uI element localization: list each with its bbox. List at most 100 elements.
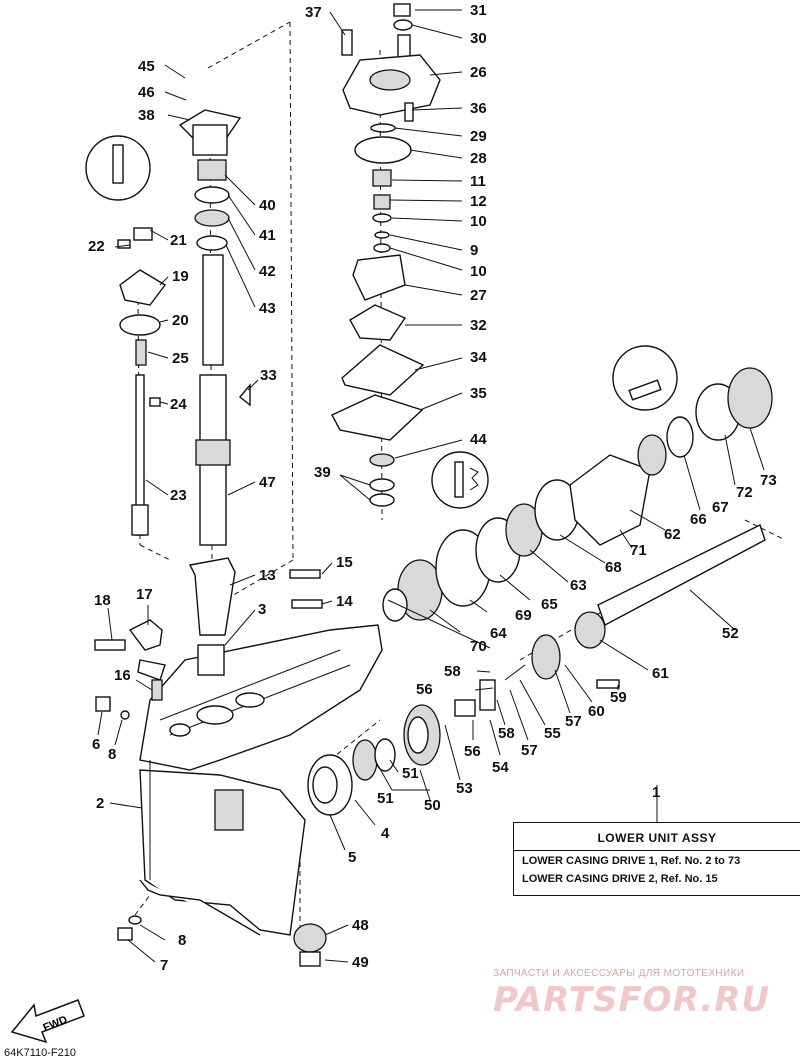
callout-66: 66 [690,511,707,528]
callout-3: 3 [258,601,266,618]
callout-40: 40 [259,197,276,214]
callout-64: 64 [490,625,507,642]
callout-28: 28 [470,150,487,167]
callout-63: 63 [570,577,587,594]
callout-51b: 51 [402,765,419,782]
callout-10a: 10 [470,213,487,230]
diagram-code: 64K7110-F210 [4,1047,76,1059]
callout-11: 11 [470,173,486,190]
assy-box-divider [514,850,800,851]
callout-65: 65 [541,596,558,613]
callout-14: 14 [336,593,353,610]
callout-58a: 58 [444,663,461,680]
callout-42: 42 [259,263,276,280]
callout-17: 17 [136,586,153,603]
callout-33: 33 [260,367,277,384]
callout-52: 52 [722,625,739,642]
assy-box-title: LOWER UNIT ASSY [597,831,717,845]
callout-49: 49 [352,954,369,971]
callout-36: 36 [470,100,487,117]
callout-15: 15 [336,554,353,571]
callout-26: 26 [470,64,487,81]
callout-62: 62 [664,526,681,543]
callout-57b: 57 [565,713,582,730]
callout-2: 2 [96,795,104,812]
callout-10b: 10 [470,263,487,280]
callout-71: 71 [630,542,647,559]
woodruff-key-icon [628,379,662,401]
callout-21: 21 [170,232,187,249]
callout-18: 18 [94,592,111,609]
drive-shaft-group [178,109,323,676]
callout-32: 32 [470,317,487,334]
callout-46: 46 [138,84,155,101]
watermark-subtitle: ЗАПЧАСТИ И АКСЕССУАРЫ ДЛЯ МОТОТЕХНИКИ [493,968,745,979]
lower-casing [139,624,383,936]
gear-group [117,367,773,967]
callout-51a: 51 [377,790,394,807]
callout-13: 13 [259,567,276,584]
callout-1: 1 [652,784,660,801]
lower-unit-assy-box: LOWER UNIT ASSY LOWER CASING DRIVE 1, Re… [513,822,800,896]
callout-58b: 58 [498,725,515,742]
circlip-icon [454,461,479,498]
callout-22: 22 [88,238,105,255]
callout-59: 59 [610,689,627,706]
callout-29: 29 [470,128,487,145]
watermark-logo: PARTSFOR.RU [493,980,771,1020]
callout-25: 25 [172,350,189,367]
detail-insets [85,135,678,509]
callout-38: 38 [138,107,155,124]
callout-61: 61 [652,665,669,682]
callout-47: 47 [259,474,276,491]
callout-72: 72 [736,484,753,501]
callout-4: 4 [381,825,390,842]
callout-23: 23 [170,487,187,504]
callout-55: 55 [544,725,561,742]
callout-54: 54 [492,759,509,776]
assy-line-drive-1: LOWER CASING DRIVE 1, Ref. No. 2 to 73 [522,855,741,867]
callout-60: 60 [588,703,605,720]
water-pump-group [331,3,441,507]
callout-19: 19 [172,268,189,285]
callout-12: 12 [470,193,487,210]
callout-35: 35 [470,385,487,402]
fwd-arrow-icon: FWD [10,999,85,1044]
callout-56a: 56 [416,681,433,698]
callout-labels: 31 30 26 36 29 28 11 12 10 9 10 27 32 34… [88,2,777,974]
shift-rod-group [94,227,167,720]
callout-67: 67 [712,499,729,516]
callout-5: 5 [348,849,356,866]
callout-68: 68 [605,559,622,576]
callout-8a: 8 [108,746,116,763]
callout-39: 39 [314,464,331,481]
callout-27: 27 [470,287,487,304]
callout-43: 43 [259,300,276,317]
callout-44: 44 [470,431,487,448]
vertical-pin-icon [112,144,124,184]
callout-8b: 8 [178,932,186,949]
callout-16: 16 [114,667,131,684]
callout-6: 6 [92,736,100,753]
callout-53: 53 [456,780,473,797]
callout-48: 48 [352,917,369,934]
callout-9: 9 [470,242,478,259]
assy-line-drive-2: LOWER CASING DRIVE 2, Ref. No. 15 [522,873,718,885]
callout-24: 24 [170,396,187,413]
callout-57a: 57 [521,742,538,759]
callout-37: 37 [305,4,322,21]
callout-69: 69 [515,607,532,624]
callout-50: 50 [424,797,441,814]
callout-70: 70 [470,638,487,655]
callout-20: 20 [172,312,189,329]
leader-lines [97,9,765,963]
callout-30: 30 [470,30,487,47]
callout-34: 34 [470,349,487,366]
callout-45: 45 [138,58,155,75]
callout-31: 31 [470,2,487,19]
callout-7: 7 [160,957,168,974]
callout-73: 73 [760,472,777,489]
callout-56b: 56 [464,743,481,760]
callout-41: 41 [259,227,276,244]
